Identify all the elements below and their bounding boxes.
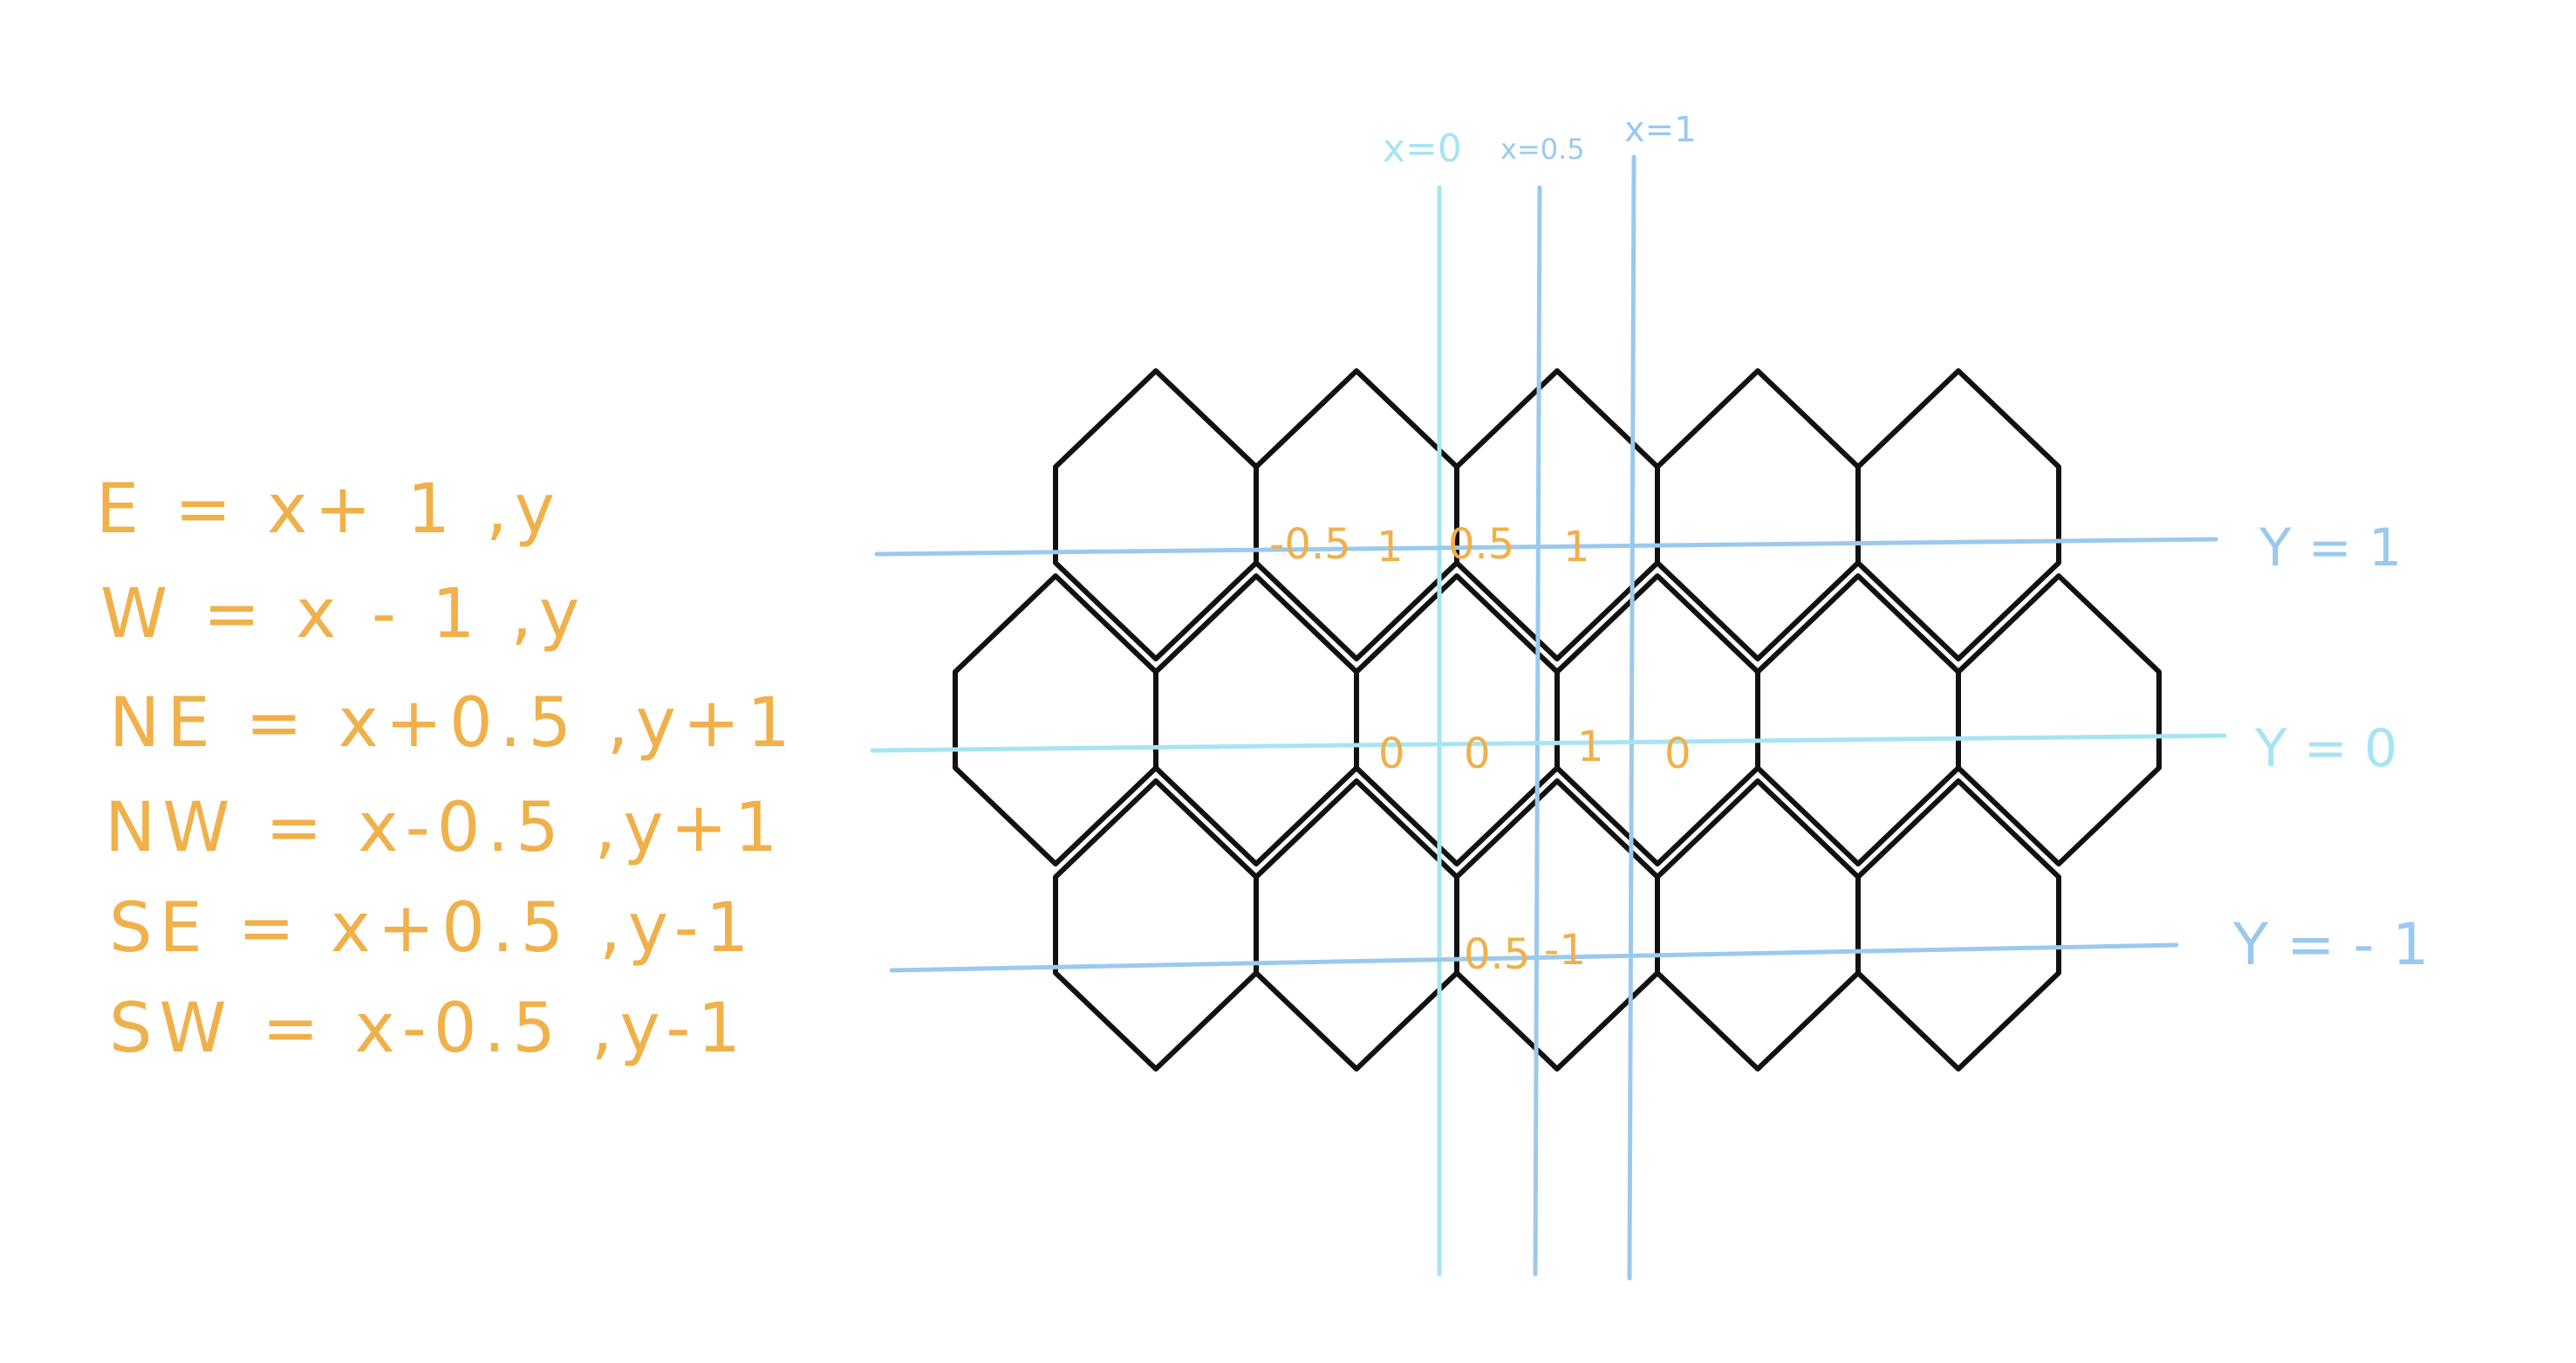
cell-value: 1 <box>1377 523 1404 572</box>
axis-label-x0: x=0 <box>1383 127 1462 171</box>
hex-cell <box>1053 778 1259 1072</box>
axis-line-y0 <box>870 733 2227 753</box>
hex-cell <box>1956 573 2162 866</box>
hex-cell <box>1855 368 2061 661</box>
hex-cell <box>1254 368 1459 661</box>
cell-value: 1 <box>1577 723 1604 771</box>
hex-cell <box>1354 573 1560 866</box>
hex-cell <box>1254 778 1459 1072</box>
hex-cell <box>1755 573 1961 866</box>
hex-cell <box>953 573 1158 866</box>
rule-east: E = x+ 1 ,y <box>96 470 562 549</box>
hexagon-grid <box>953 368 2162 1072</box>
axis-line-x1 <box>1627 154 1636 1281</box>
axis-label-y0: Y = 0 <box>2254 718 2397 779</box>
axis-label-y-1: Y = - 1 <box>2232 911 2429 978</box>
cell-value: 0 <box>1664 729 1691 778</box>
cell-value: -0.5 <box>1269 520 1351 569</box>
hex-cell <box>1153 573 1359 866</box>
hex-cell <box>1053 368 1259 661</box>
vertical-axes: x=0 x=0.5 x=1 <box>1383 110 1697 1281</box>
hex-cell <box>1554 573 1760 866</box>
hex-cell <box>1454 368 1660 661</box>
axis-label-x1: x=1 <box>1624 110 1697 150</box>
hex-cell <box>1655 368 1861 661</box>
cell-value: 0.5 <box>1448 520 1514 569</box>
axis-line-y1 <box>874 537 2218 557</box>
axis-label-x05: x=0.5 <box>1500 133 1585 166</box>
cell-value: 0 <box>1464 729 1491 778</box>
rule-northeast: NE = x+0.5 ,y+1 <box>109 684 797 763</box>
axis-line-x05 <box>1533 185 1542 1277</box>
hex-cell <box>1855 778 2061 1072</box>
rule-southwest: SW = x-0.5 ,y-1 <box>109 990 748 1068</box>
horizontal-axes: Y = 1 Y = 0 Y = - 1 <box>870 517 2429 978</box>
hex-cell <box>1454 778 1660 1072</box>
cell-value: 1 <box>1563 523 1590 572</box>
direction-rules: E = x+ 1 ,y W = x - 1 ,y NE = x+0.5 ,y+1… <box>96 470 797 1068</box>
hex-cell <box>1655 778 1861 1072</box>
axis-label-y1: Y = 1 <box>2258 517 2402 579</box>
cell-values: -0.5 1 0.5 1 0 0 1 0 0.5 -1 <box>1269 520 1691 979</box>
rule-northwest: NW = x-0.5 ,y+1 <box>105 789 785 867</box>
cell-value: -1 <box>1544 926 1586 975</box>
cell-value: 0.5 <box>1464 930 1530 979</box>
cell-value: 0 <box>1378 729 1405 778</box>
rule-west: W = x - 1 ,y <box>100 575 586 654</box>
axis-line-y-1 <box>889 942 2179 973</box>
rule-southeast: SE = x+0.5 ,y-1 <box>109 889 755 968</box>
